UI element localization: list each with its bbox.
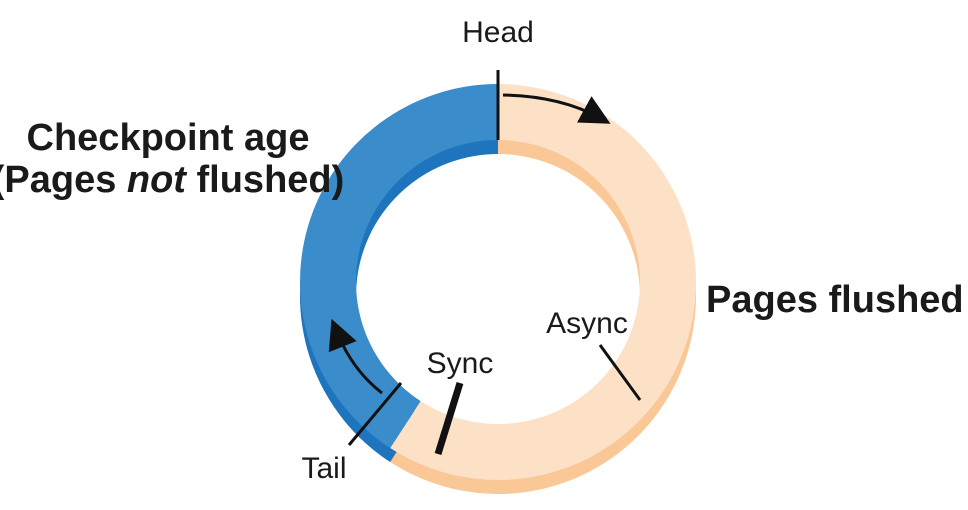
flushed-segment <box>390 84 697 481</box>
tail-direction-arrow <box>328 318 383 395</box>
tail-label: Tail <box>301 452 346 485</box>
sync-label: Sync <box>427 347 494 380</box>
head-label: Head <box>462 16 534 49</box>
pages-flushed-label: Pages flushed <box>706 279 964 321</box>
ring-markers <box>328 70 642 456</box>
pages-not-flushed-label: (Pages not flushed) <box>0 159 344 201</box>
head-direction-arrow <box>502 93 611 124</box>
async-label: Async <box>546 307 628 340</box>
sync-marker <box>434 381 464 456</box>
async-marker <box>598 344 642 401</box>
checkpoint-age-label: Checkpoint age <box>27 117 310 159</box>
tail-marker <box>347 382 403 446</box>
